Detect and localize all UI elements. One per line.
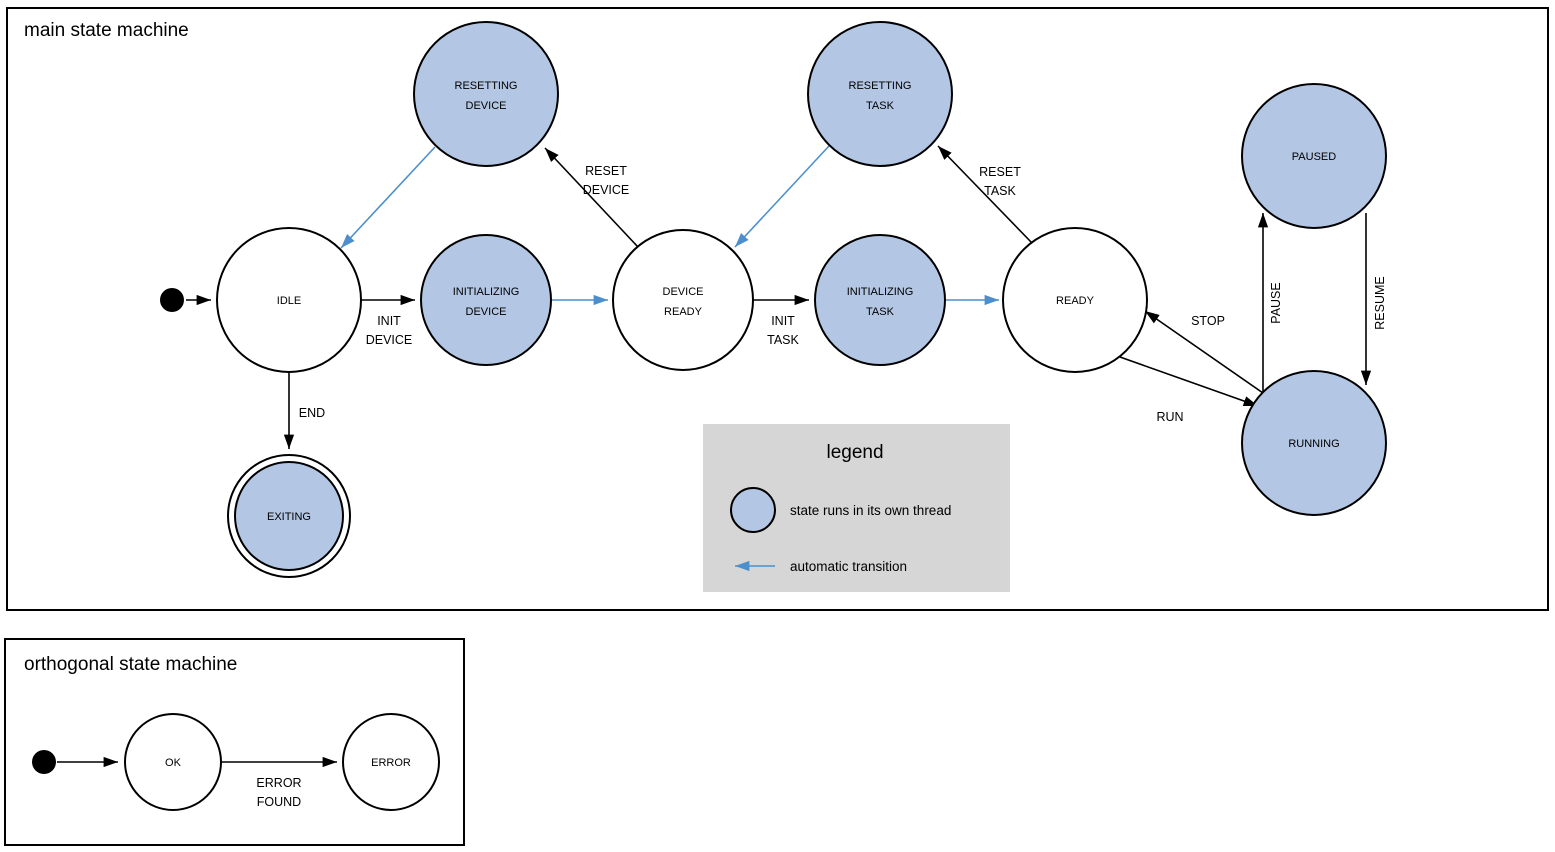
initial-pseudostate-orthogonal [32, 750, 56, 774]
edge-label-stop: STOP [1191, 314, 1225, 328]
legend: legend state runs in its own thread auto… [703, 424, 1010, 592]
state-error[interactable]: ERROR [342, 713, 440, 811]
state-initializing-task[interactable]: INITIALIZING TASK [814, 234, 946, 366]
state-resetting-task[interactable]: RESETTING TASK [807, 21, 953, 167]
edge-label-error-found-line2: FOUND [257, 795, 301, 809]
main-state-machine-title: main state machine [24, 20, 189, 41]
state-initializing-task-label-line2: TASK [866, 306, 895, 318]
state-exiting[interactable]: EXITING [227, 454, 351, 578]
final-state-outer-ring [227, 454, 351, 578]
edge-label-end: END [299, 406, 325, 420]
transition-idle-to-exiting: END [283, 372, 325, 449]
state-paused[interactable]: PAUSED [1241, 83, 1387, 229]
edge-label-error-found-line1: ERROR [256, 776, 301, 790]
transition-device-ready-to-resetting-device: RESET DEVICE [544, 147, 639, 248]
state-paused-label: PAUSED [1292, 151, 1336, 163]
blue-circle-icon [730, 487, 776, 533]
edge-label-reset-device-line2: DEVICE [583, 183, 630, 197]
legend-title: legend [826, 442, 883, 463]
state-idle[interactable]: IDLE [216, 227, 362, 373]
transition-resetting-task-to-device-ready [734, 145, 830, 248]
edge-label-run: RUN [1156, 410, 1183, 424]
state-resetting-task-label-line1: RESETTING [849, 80, 912, 92]
initial-pseudostate-main [160, 288, 184, 312]
state-device-ready[interactable]: DEVICE READY [612, 229, 754, 371]
legend-item-threaded-state-label: state runs in its own thread [790, 503, 951, 518]
state-device-ready-label-line2: READY [664, 306, 703, 318]
transition-ready-to-running: RUN [1119, 356, 1259, 424]
edge-label-resume: RESUME [1373, 276, 1387, 329]
state-resetting-task-label-line2: TASK [866, 100, 895, 112]
transition-running-to-ready: STOP [1144, 310, 1264, 394]
transition-idle-to-initializing-device: INIT DEVICE [361, 294, 415, 347]
transition-resetting-device-to-idle [340, 146, 436, 249]
edge-label-init-task-line2: TASK [767, 333, 799, 347]
state-running-label: RUNNING [1288, 438, 1339, 450]
transition-device-ready-to-initializing-task: INIT TASK [753, 294, 809, 347]
state-resetting-device-label-line2: DEVICE [466, 100, 507, 112]
state-running[interactable]: RUNNING [1241, 370, 1387, 516]
edge-label-init-task-line1: INIT [771, 314, 795, 328]
state-exiting-label: EXITING [267, 511, 311, 523]
state-resetting-device[interactable]: RESETTING DEVICE [413, 21, 559, 167]
orthogonal-state-machine-title: orthogonal state machine [24, 654, 237, 675]
edge-label-pause: PAUSE [1269, 282, 1283, 323]
state-resetting-device-label-line1: RESETTING [455, 80, 518, 92]
state-device-ready-label-line1: DEVICE [663, 286, 704, 298]
state-initializing-device-label-line2: DEVICE [466, 306, 507, 318]
state-initializing-device-label-line1: INITIALIZING [453, 286, 520, 298]
transition-running-to-paused: PAUSE [1257, 213, 1283, 393]
main-state-machine-frame [6, 7, 1549, 611]
state-ok-label: OK [165, 757, 182, 769]
edge-label-reset-task-line2: TASK [984, 184, 1016, 198]
state-error-label: ERROR [371, 757, 411, 769]
edge-label-init-device-line1: INIT [377, 314, 401, 328]
legend-item-auto-transition-label: automatic transition [790, 559, 907, 574]
transition-ready-to-resetting-task: RESET TASK [937, 145, 1033, 244]
legend-item-threaded-state: state runs in its own thread [730, 487, 951, 533]
state-initializing-device[interactable]: INITIALIZING DEVICE [420, 234, 552, 366]
edge-label-init-device-line2: DEVICE [366, 333, 413, 347]
state-ok[interactable]: OK [124, 713, 222, 811]
legend-item-auto-transition: automatic transition [735, 559, 907, 574]
transition-paused-to-running: RESUME [1360, 213, 1387, 385]
transition-ok-to-error: ERROR FOUND [221, 756, 337, 809]
state-ready[interactable]: READY [1002, 227, 1148, 373]
edge-label-reset-task-line1: RESET [979, 165, 1021, 179]
state-ready-label: READY [1056, 295, 1095, 307]
state-idle-label: IDLE [277, 295, 301, 307]
state-initializing-task-label-line1: INITIALIZING [847, 286, 914, 298]
edge-label-reset-device-line1: RESET [585, 164, 627, 178]
orthogonal-state-machine-frame [4, 638, 465, 846]
